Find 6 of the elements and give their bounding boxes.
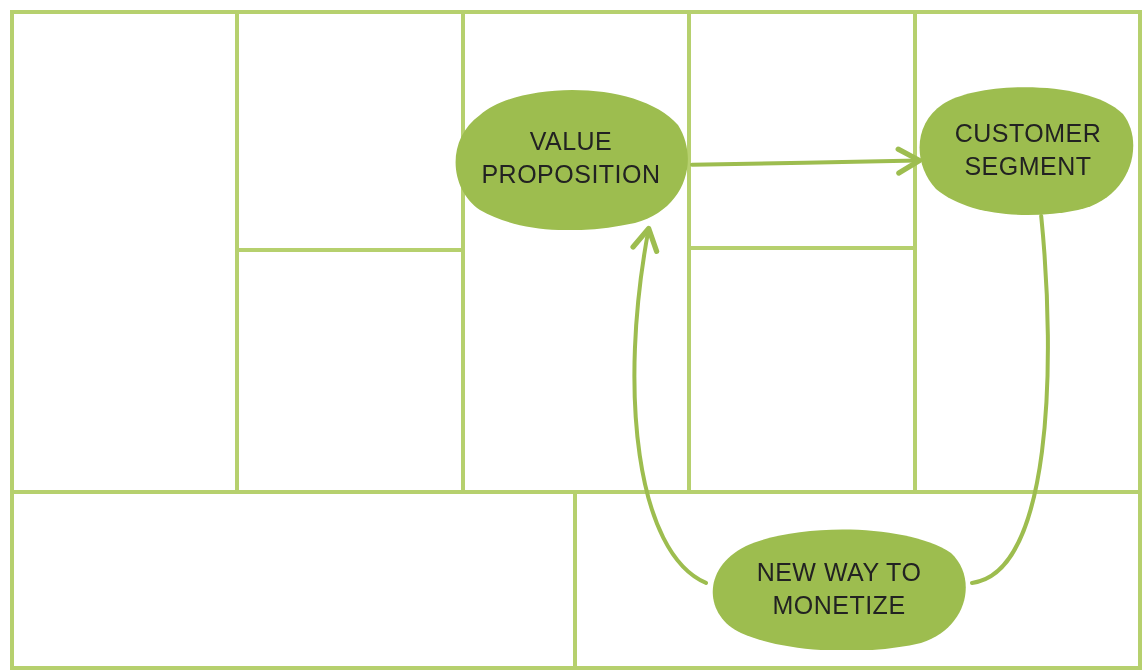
- blob-label: CUSTOMER SEGMENT: [953, 118, 1103, 182]
- connector-line: [970, 214, 1050, 585]
- arrow: [690, 146, 923, 176]
- arrow: [630, 225, 708, 585]
- blob-label: NEW WAY TO MONETIZE: [755, 557, 923, 621]
- blob-label: VALUE PROPOSITION: [480, 125, 662, 190]
